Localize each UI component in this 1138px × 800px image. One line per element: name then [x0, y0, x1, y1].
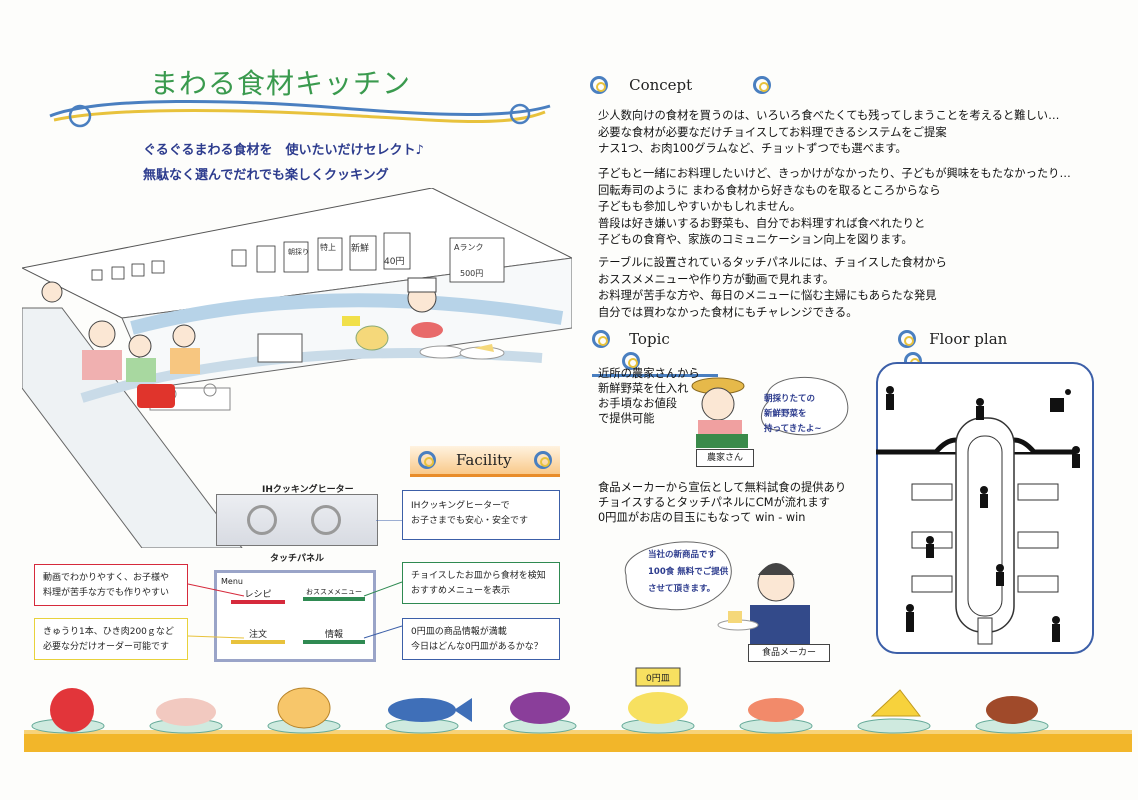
zero-yen-dish [628, 692, 688, 724]
facility-heading: Facility [410, 446, 560, 477]
floor-plan-diagram [876, 362, 1094, 654]
touch-panel: Menu レシピ おススメメニュー 注文 情報 [214, 570, 376, 662]
zero-yen-flag: 0円皿 [646, 673, 670, 684]
note-order: きゅうり1本、ひき肉200ｇなど 必要な分だけオーダー可能です [34, 618, 188, 660]
recipe-button[interactable]: レシピ [231, 587, 285, 604]
maker-label: 食品メーカー [748, 644, 830, 662]
subtitle-1: ぐるぐるまわる食材を 使いたいだけセレクト♪ [143, 143, 424, 158]
conveyor-belt [24, 732, 1132, 752]
swirl-icon [753, 76, 772, 94]
sign-text: Aランク [454, 243, 483, 252]
concept-paragraph-1: 少人数向けの食材を買うのは、いろいろ食べたくても残ってしまうことを考えると難しい… [598, 109, 1060, 155]
connector-lines [187, 520, 403, 639]
note-video: 動画でわかりやすく、お子様や 料理が苦手な方でも作りやすい [34, 564, 188, 606]
tomato-food [50, 688, 94, 732]
order-button[interactable]: 注文 [231, 627, 285, 644]
menu-label: Menu [221, 577, 243, 586]
meat-food [156, 698, 216, 726]
concept-paragraph-2: 子どもと一緒にお料理したいけど、きっかけがなかったり、子どもが興味をもたなかった… [598, 167, 1071, 246]
swirl-icon [898, 330, 916, 348]
page-title: まわる食材キッチン [150, 67, 412, 100]
farmer-bubble-text: 朝採りたての 新鮮野菜を 持ってきたよ~ [764, 394, 822, 434]
shrimp-food [748, 698, 804, 722]
swirl-icon [592, 330, 610, 348]
kitchen-illustration: 新鮮 特上 40円 Aランク 500円 朝採り [22, 188, 572, 548]
title-swirl-decoration [49, 99, 551, 128]
concept-heading: Concept [590, 76, 772, 98]
sign-text: 500円 [460, 269, 483, 278]
farmer-label: 農家さん [696, 449, 754, 467]
note-recommend: チョイスしたお皿から食材を検知 おすすめメニューを表示 [402, 562, 560, 604]
swirl-icon [590, 76, 608, 94]
eggplant-food [510, 692, 570, 724]
ih-label: IHクッキングヒーター [262, 485, 354, 495]
swirl-icon [622, 352, 640, 370]
ih-heater-image [216, 494, 378, 546]
fish-food [388, 698, 456, 722]
cheese-food [870, 689, 922, 717]
maker-illustration [624, 541, 810, 655]
mushroom-food [986, 696, 1038, 724]
farmer-illustration [691, 377, 849, 448]
topic-heading: Topic [592, 330, 718, 377]
ih-note: IHクッキングヒーターで お子さまでも安心・安全です [402, 490, 560, 540]
farmer-text: 近所の農家さんから 新鮮野菜を仕入れ お手頃なお値段 で提供可能 [598, 367, 700, 425]
maker-bubble-text: 当社の新商品です 100食 無料でご提供 させて頂きます。 [648, 550, 729, 594]
recommend-button[interactable]: おススメメニュー [303, 587, 365, 601]
info-button[interactable]: 情報 [303, 627, 365, 644]
concept-paragraph-3: テーブルに設置されているタッチパネルには、チョイスした食材から おススメメニュー… [598, 256, 947, 319]
swirl-icon [418, 451, 436, 469]
sign-text: 40円 [384, 256, 404, 267]
swirl-icon [534, 451, 552, 469]
maker-text: 食品メーカーから宣伝として無料試食の提供あり チョイスするとタッチパネルにCMが… [598, 481, 847, 524]
sign-text: 新鮮 [351, 242, 369, 254]
subtitle-2: 無駄なく選んでだれでも楽しくクッキング [143, 168, 389, 183]
note-zero-yen: 0円皿の商品情報が満載 今日はどんな0円皿があるかな？ [402, 618, 560, 660]
onion-food [277, 687, 331, 729]
sign-text: 朝採り [288, 247, 309, 256]
panel-label: タッチパネル [270, 554, 325, 564]
sign-text: 特上 [320, 242, 336, 252]
food-conveyor: 0円皿 [24, 667, 1132, 752]
